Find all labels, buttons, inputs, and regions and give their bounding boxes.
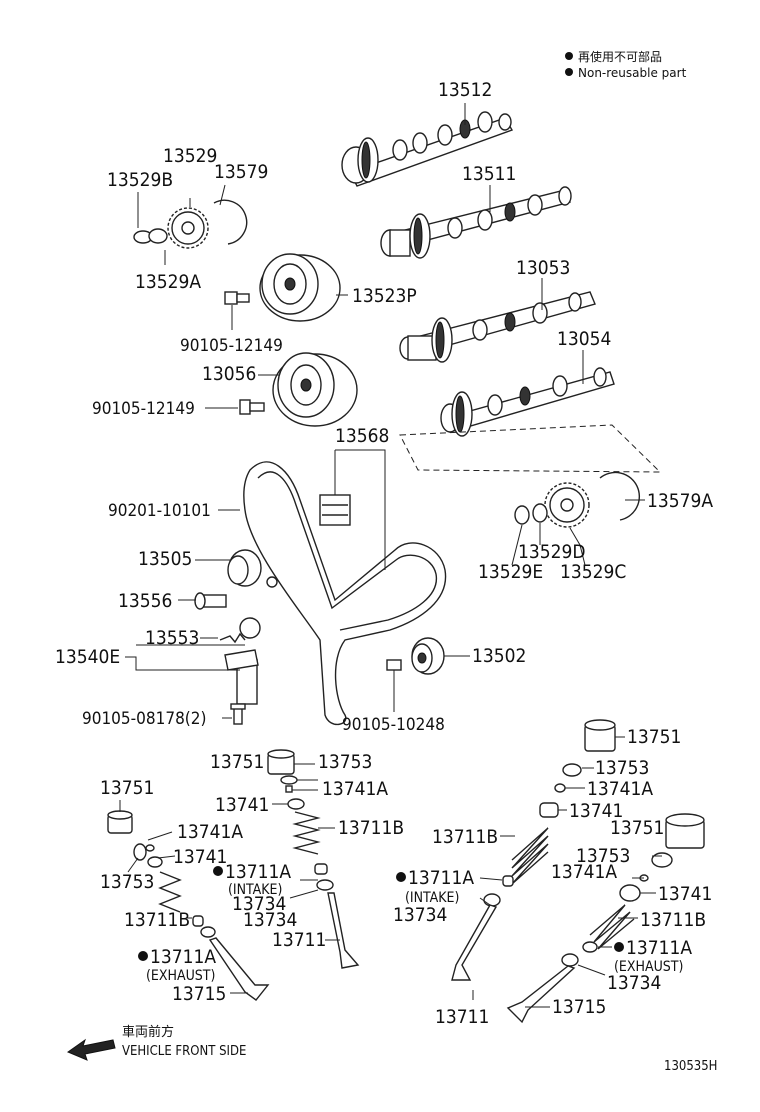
- label-13751-right-a: 13751: [627, 726, 681, 748]
- label-13711B-mid: 13711B: [338, 817, 404, 839]
- label-90105-08178: 90105-08178(2): [82, 709, 206, 729]
- label-13715-left: 13715: [172, 983, 226, 1005]
- label-13753-right-a: 13753: [595, 757, 649, 779]
- front-arrow-icon: [66, 1038, 116, 1061]
- label-13741-left: 13741: [173, 846, 227, 868]
- label-13502: 13502: [472, 645, 526, 667]
- label-13529A: 13529A: [135, 271, 201, 293]
- label-13753-mid: 13753: [318, 751, 372, 773]
- label-13711A-mid: 13711A: [225, 861, 291, 883]
- label-13751-left: 13751: [100, 777, 154, 799]
- gear-13529C-drawing: [511, 471, 645, 566]
- bolt-90105-12149-a-drawing: [224, 291, 250, 330]
- idler-13505-drawing: [195, 549, 278, 588]
- non-reusable-dot-icon: [565, 68, 573, 76]
- label-13741A-mid: 13741A: [322, 778, 388, 800]
- label-13579: 13579: [214, 161, 268, 183]
- label-13529E: 13529E: [478, 561, 543, 583]
- bolt-90105-08178-drawing: [222, 703, 246, 725]
- label-13054: 13054: [557, 328, 611, 350]
- label-13741A-right-a: 13741A: [587, 778, 653, 800]
- non-reusable-dot-icon: [565, 52, 573, 60]
- valve-group-left-drawing: [107, 800, 270, 1001]
- valve-group-right-drawing: [451, 719, 705, 1024]
- label-90201-10101: 90201-10101: [108, 501, 211, 521]
- label-13540E: 13540E: [55, 646, 120, 668]
- part-13568-drawing: [319, 449, 386, 570]
- label-13753-right-b: 13753: [576, 845, 630, 867]
- label-13711-right: 13711: [435, 1006, 489, 1028]
- non-reusable-dot-icon: [213, 866, 223, 876]
- label-13751-right-b: 13751: [610, 817, 664, 839]
- label-13053: 13053: [516, 257, 570, 279]
- label-13753-left: 13753: [100, 871, 154, 893]
- label-13711A-right-a: 13711A: [408, 867, 474, 889]
- label-13553: 13553: [145, 627, 199, 649]
- valve-group-middle-drawing: [267, 749, 360, 969]
- label-13529C: 13529C: [560, 561, 626, 583]
- label-90105-12149-b: 90105-12149: [92, 399, 195, 419]
- label-13734-left: 13734: [243, 909, 297, 931]
- label-13734-right-a: 13734: [393, 904, 447, 926]
- label-13056: 13056: [202, 363, 256, 385]
- label-13512: 13512: [438, 79, 492, 101]
- label-13741-mid: 13741: [215, 794, 269, 816]
- label-13523P: 13523P: [352, 285, 417, 307]
- pulley-13523P-drawing: [259, 253, 348, 322]
- legend-en: Non-reusable part: [578, 66, 687, 80]
- label-13711B-right-b: 13711B: [640, 909, 706, 931]
- label-13751-mid: 13751: [210, 751, 264, 773]
- non-reusable-dot-icon: [614, 942, 624, 952]
- label-13556: 13556: [118, 590, 172, 612]
- tensioner-13540E-drawing: [125, 644, 259, 705]
- label-13505: 13505: [138, 548, 192, 570]
- label-13529D: 13529D: [518, 541, 586, 563]
- legend-jp: 再使用不可部品: [578, 49, 662, 64]
- camshaft-13054-drawing: [440, 350, 615, 437]
- bolt-90105-10248-drawing: [386, 659, 402, 712]
- label-13711A-right-b: 13711A: [626, 937, 692, 959]
- label-13529: 13529: [163, 145, 217, 167]
- bolt-90105-12149-b-drawing: [205, 399, 265, 415]
- camshaft-13511-drawing: [380, 185, 572, 259]
- camshaft-13512-drawing: [341, 103, 514, 187]
- label-13711A-left: 13711A: [150, 946, 216, 968]
- front-label-jp: 車両前方: [122, 1024, 174, 1040]
- front-label-en: VEHICLE FRONT SIDE: [122, 1044, 246, 1059]
- camshaft-13053-drawing: [399, 278, 596, 363]
- label-intake-right: (INTAKE): [405, 890, 459, 906]
- assembly-outline: [399, 424, 662, 473]
- idler-13502-drawing: [411, 637, 470, 675]
- pulley-13056-drawing: [258, 352, 358, 427]
- label-13734-right-b: 13734: [607, 972, 661, 994]
- figure-code: 130535H: [664, 1059, 717, 1074]
- label-13741-right-a: 13741: [569, 800, 623, 822]
- label-90105-12149-a: 90105-12149: [180, 336, 283, 356]
- gear-13529-drawing: [133, 184, 248, 265]
- label-13711-mid: 13711: [272, 929, 326, 951]
- spring-13553-drawing: [200, 617, 261, 644]
- label-13579A: 13579A: [647, 490, 713, 512]
- label-13734-mid: 13734: [232, 893, 286, 915]
- bolt-13556-drawing: [178, 592, 227, 610]
- label-13741A-right-b: 13741A: [551, 861, 617, 883]
- non-reusable-dot-icon: [138, 951, 148, 961]
- label-exhaust-right: (EXHAUST): [614, 959, 683, 975]
- label-13711B-left: 13711B: [124, 909, 190, 931]
- timing-belt-drawing: [218, 461, 447, 726]
- label-13511: 13511: [462, 163, 516, 185]
- label-13741A-left: 13741A: [177, 821, 243, 843]
- label-intake-mid: (INTAKE): [228, 882, 282, 898]
- vehicle-front-indicator: 車両前方 VEHICLE FRONT SIDE: [66, 1024, 246, 1061]
- label-90105-10248: 90105-10248: [342, 715, 445, 735]
- label-13529B: 13529B: [107, 169, 173, 191]
- label-13568: 13568: [335, 425, 389, 447]
- label-13741-right-b: 13741: [658, 883, 712, 905]
- label-13715-right: 13715: [552, 996, 606, 1018]
- label-exhaust-left: (EXHAUST): [146, 968, 215, 984]
- legend: 再使用不可部品 Non-reusable part: [565, 49, 687, 80]
- non-reusable-dot-icon: [396, 872, 406, 882]
- label-13711B-right-a: 13711B: [432, 826, 498, 848]
